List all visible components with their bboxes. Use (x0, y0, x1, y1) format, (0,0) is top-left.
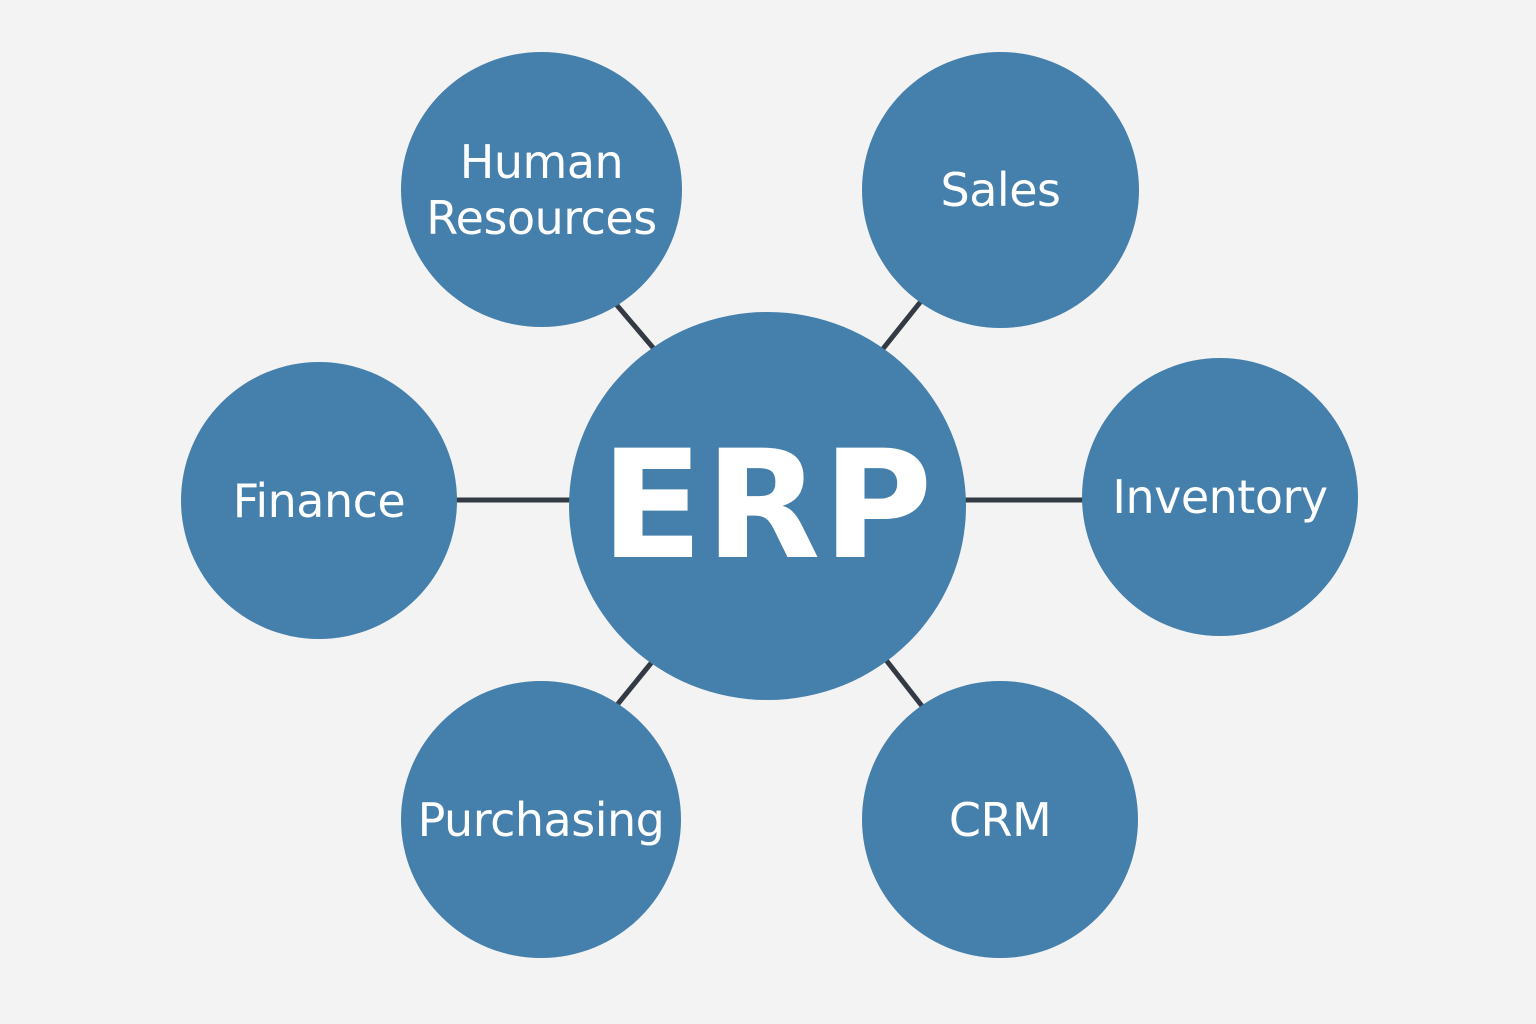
erp-center-node: ERP (569, 312, 966, 700)
module-label: Human Resources (426, 134, 657, 245)
connector-sales (880, 298, 924, 352)
module-node-purchasing: Purchasing (401, 681, 681, 958)
module-label: Sales (940, 163, 1061, 217)
connector-hr (613, 301, 657, 352)
module-node-sales: Sales (862, 52, 1139, 328)
module-node-crm: CRM (862, 681, 1138, 958)
module-node-finance: Finance (181, 362, 457, 639)
module-label: Purchasing (417, 792, 665, 847)
module-label: Inventory (1112, 470, 1328, 524)
erp-label: ERP (600, 419, 935, 593)
connector-crm (884, 658, 924, 708)
module-node-human-resources: Human Resources (401, 52, 682, 327)
module-node-inventory: Inventory (1082, 358, 1358, 636)
module-label: Finance (232, 473, 406, 528)
module-label: CRM (948, 792, 1052, 847)
connector-purchasing (615, 660, 654, 707)
